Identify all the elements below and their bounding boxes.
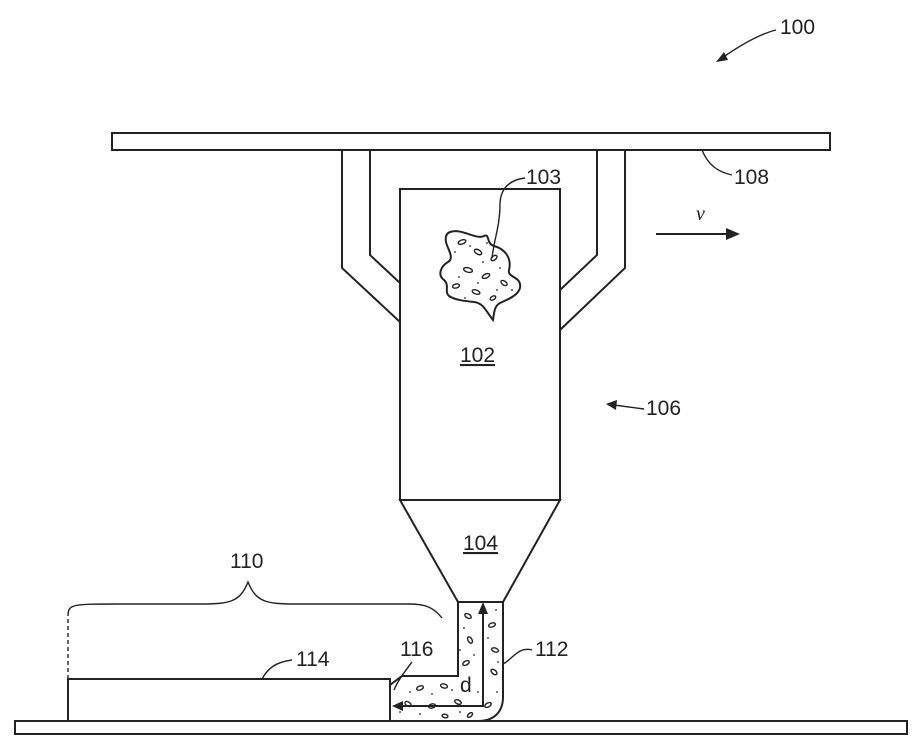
label-103: 103 (526, 166, 561, 189)
material-blob (439, 230, 522, 323)
leader-103 (491, 177, 526, 259)
arrow-106 (606, 400, 645, 410)
extrudate-bead (389, 601, 504, 722)
label-velocity: v (696, 203, 705, 225)
label-114: 114 (296, 648, 330, 671)
deposited-layer (67, 678, 391, 722)
label-102: 102 (460, 344, 495, 367)
label-100: 100 (780, 16, 815, 39)
gantry-rail (111, 132, 831, 151)
distance-arrow (478, 602, 488, 698)
leader-116 (393, 661, 413, 691)
label-116: 116 (400, 638, 433, 661)
left-support-bracket (341, 150, 401, 323)
arrow-100 (716, 29, 777, 62)
velocity-arrow (656, 228, 740, 240)
leader-112 (502, 648, 533, 665)
deposition-arrow (392, 698, 484, 711)
leader-108 (701, 149, 733, 176)
label-104: 104 (463, 532, 498, 555)
label-110: 110 (230, 550, 263, 573)
label-112: 112 (535, 638, 568, 661)
right-support-bracket (559, 150, 626, 331)
label-108: 108 (734, 166, 769, 189)
leader-114 (261, 659, 293, 680)
brace-110 (67, 580, 443, 619)
label-106: 106 (646, 397, 681, 420)
label-distance: d (460, 674, 472, 697)
build-bed (14, 720, 908, 735)
